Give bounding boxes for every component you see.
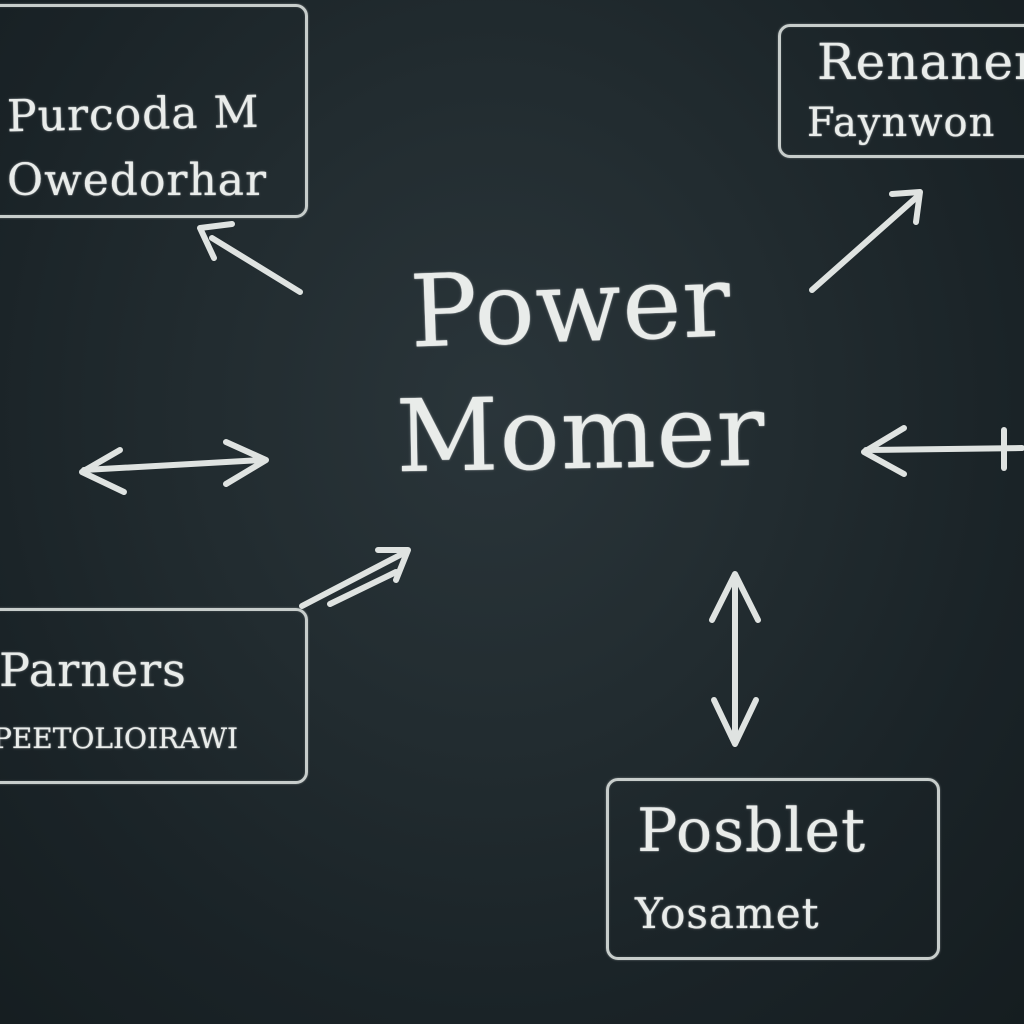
arrow-vertical-double-icon bbox=[709, 571, 761, 747]
arrow-bottom-left-icon bbox=[299, 547, 411, 609]
box-bottom-right-line2: Yosamet bbox=[635, 889, 820, 938]
box-top-right: Renaner Faynwon bbox=[778, 24, 1024, 158]
box-top-left: Purcoda M Owedorhar bbox=[0, 4, 308, 218]
box-bottom-right-line1: Posblet bbox=[637, 796, 867, 866]
arrow-center-right-icon bbox=[861, 425, 1024, 477]
box-bottom-left-line2: PEETOLIOIRAWI bbox=[0, 722, 239, 755]
box-bottom-left: Parners PEETOLIOIRAWI bbox=[0, 608, 308, 784]
box-top-right-line1: Renaner bbox=[817, 33, 1024, 91]
arrow-top-left-icon bbox=[197, 221, 303, 295]
box-top-left-line1: Purcoda M bbox=[6, 86, 260, 143]
center-title-line1: Power bbox=[408, 242, 733, 371]
box-top-right-line2: Faynwon bbox=[807, 100, 996, 146]
arrow-top-right-icon bbox=[809, 189, 923, 293]
arrow-left-double-icon bbox=[79, 439, 269, 495]
box-top-left-line2: Owedorhar bbox=[7, 155, 268, 206]
center-title-line2: Momer bbox=[395, 371, 767, 496]
box-bottom-right: Posblet Yosamet bbox=[606, 778, 940, 960]
box-bottom-left-line1: Parners bbox=[0, 643, 187, 697]
